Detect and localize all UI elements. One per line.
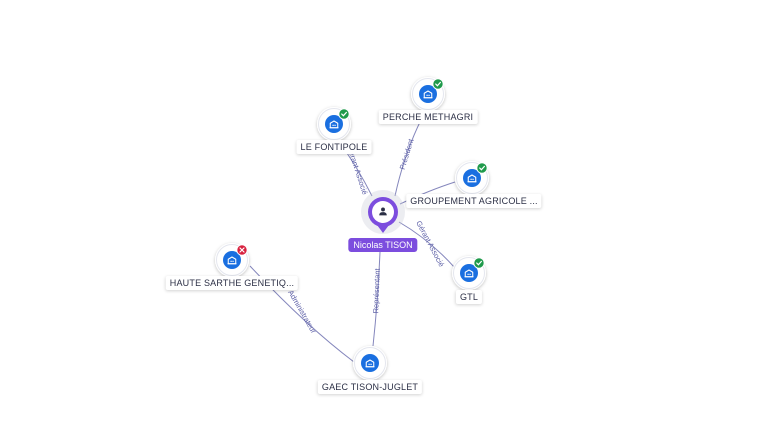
building-icon xyxy=(419,85,437,103)
company-node-haute[interactable] xyxy=(215,243,249,277)
edge-p-gtl xyxy=(398,221,456,269)
edge-label: Gérant Associé xyxy=(414,219,446,268)
building-icon xyxy=(460,264,478,282)
edge-p-groupement xyxy=(399,181,456,205)
company-label-groupement[interactable]: GROUPEMENT AGRICOLE ... xyxy=(406,194,542,208)
user-icon xyxy=(372,201,394,223)
company-node-gtl[interactable] xyxy=(452,256,486,290)
company-node-fontipole[interactable] xyxy=(317,107,351,141)
company-label-gtl[interactable]: GTL xyxy=(455,290,483,304)
check-badge-icon xyxy=(432,78,444,90)
edge-label: Représentant xyxy=(371,267,382,313)
company-node-groupement[interactable] xyxy=(455,161,489,195)
check-badge-icon xyxy=(338,108,350,120)
edge-p-gaec xyxy=(372,251,381,347)
edge-label: Président xyxy=(398,137,416,171)
company-label-methagri[interactable]: PERCHE METHAGRI xyxy=(378,110,478,124)
company-label-fontipole[interactable]: LE FONTIPOLE xyxy=(296,140,372,154)
building-icon xyxy=(463,169,481,187)
company-label-gaec[interactable]: GAEC TISON-JUGLET xyxy=(317,380,423,394)
person-label[interactable]: Nicolas TISON xyxy=(348,238,418,252)
check-badge-icon xyxy=(473,257,485,269)
company-node-methagri[interactable] xyxy=(411,77,445,111)
company-node-gaec[interactable] xyxy=(353,346,387,380)
edge-label: Administrateur xyxy=(286,289,318,336)
company-label-haute[interactable]: HAUTE SARTHE GENETIQ... xyxy=(165,276,299,290)
check-badge-icon xyxy=(476,162,488,174)
person-node[interactable] xyxy=(361,190,405,234)
building-icon xyxy=(361,354,379,372)
building-icon xyxy=(325,115,343,133)
building-icon xyxy=(223,251,241,269)
cross-badge-icon xyxy=(236,244,248,256)
